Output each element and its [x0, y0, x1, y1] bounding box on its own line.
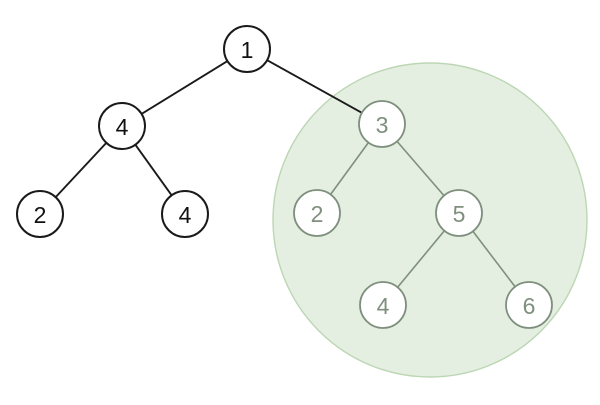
tree-node[interactable]: 6: [505, 281, 553, 329]
tree-node[interactable]: 4: [359, 281, 407, 329]
tree-edge: [134, 143, 173, 197]
tree-node-circle: [98, 102, 146, 150]
tree-node-label: 4: [377, 293, 390, 319]
tree-node-circle: [161, 190, 209, 238]
tree-edge: [140, 59, 229, 116]
nodes-layer: 1 4 2 4 3 2 5 4 6: [16, 25, 553, 329]
tree-node[interactable]: 3: [358, 100, 406, 148]
tree-node-label: 6: [523, 293, 536, 319]
tree-node-circle: [435, 189, 483, 237]
tree-edge: [396, 229, 446, 289]
tree-node[interactable]: 4: [98, 102, 146, 150]
tree-node-label: 4: [116, 114, 129, 140]
tree-node-label: 1: [241, 37, 254, 63]
tree-node-circle: [223, 25, 271, 73]
tree-node[interactable]: 4: [161, 190, 209, 238]
tree-edge: [265, 58, 364, 115]
tree-node-circle: [293, 189, 341, 237]
tree-node-label: 3: [376, 112, 389, 138]
tree-node[interactable]: 2: [293, 189, 341, 237]
tree-node-label: 2: [311, 201, 324, 227]
tree-edge: [54, 141, 108, 199]
tree-node[interactable]: 5: [435, 189, 483, 237]
tree-node-circle: [16, 190, 64, 238]
tree-node[interactable]: 1: [223, 25, 271, 73]
tree-node-label: 4: [179, 202, 192, 228]
tree-node[interactable]: 2: [16, 190, 64, 238]
tree-edge: [329, 141, 370, 196]
edges-layer: [54, 58, 517, 289]
tree-node-label: 5: [453, 201, 466, 227]
tree-edge: [471, 230, 517, 288]
tree-node-circle: [359, 281, 407, 329]
tree-node-label: 2: [34, 202, 47, 228]
tree-node-circle: [358, 100, 406, 148]
tree-edge: [395, 140, 446, 197]
tree-node-circle: [505, 281, 553, 329]
